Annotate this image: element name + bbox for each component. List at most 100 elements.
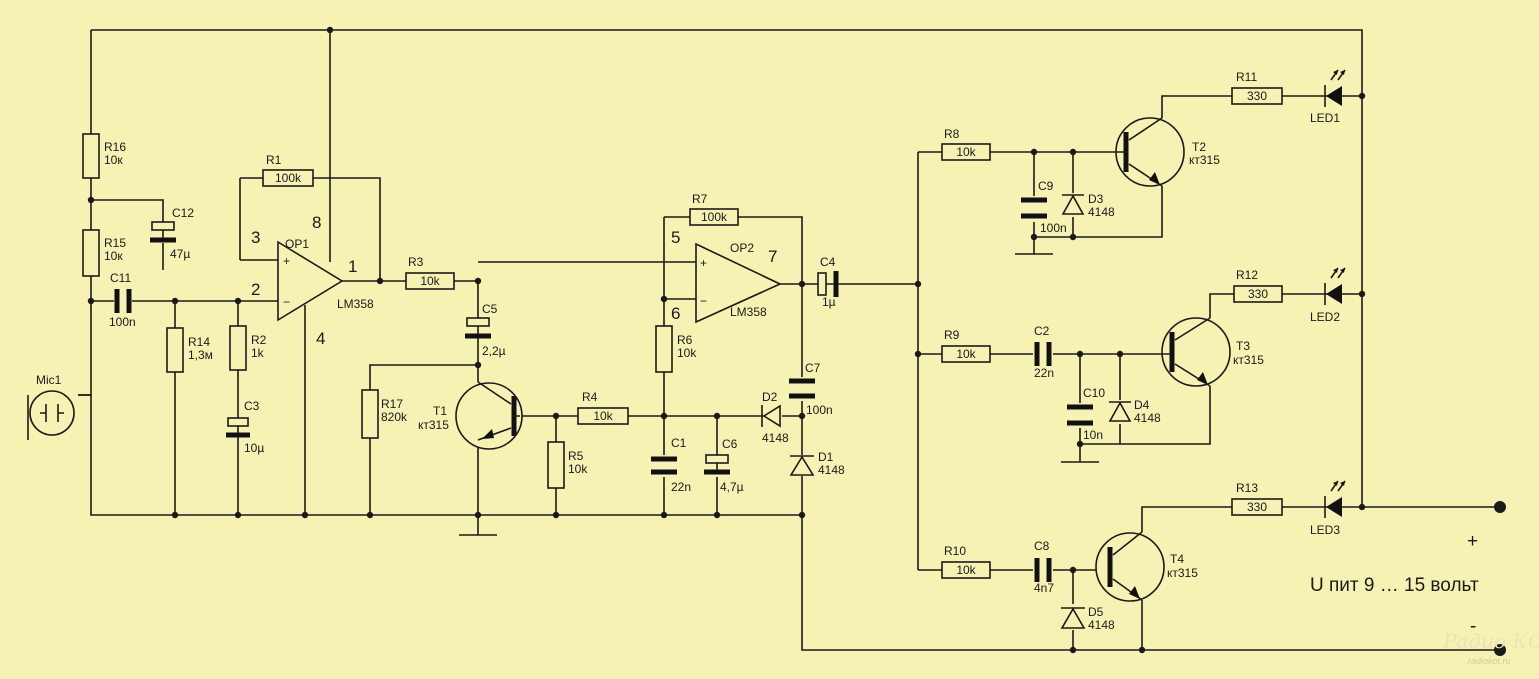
t2-type: кт315 (1189, 153, 1220, 167)
c7-value: 100n (806, 403, 833, 417)
r7: R7 100k (689, 192, 739, 226)
t3-ref: T3 (1236, 339, 1250, 353)
r6: R6 10k (655, 325, 697, 373)
c11-value: 100n (109, 315, 136, 329)
op1-minus: − (283, 295, 290, 309)
op2-ref: OP2 (730, 241, 754, 255)
t1-ref: T1 (433, 404, 447, 418)
r12: R12 330 (1233, 268, 1283, 303)
r12-ref: R12 (1236, 268, 1258, 282)
r14: R14 1,3м (166, 327, 213, 373)
led3: LED3 (1310, 480, 1346, 537)
t3-type: кт315 (1233, 353, 1264, 367)
op2-plus: + (700, 256, 707, 270)
op2-type: LM358 (730, 305, 767, 319)
d4-value: 4148 (1134, 411, 1161, 425)
c6-value: 4,7µ (720, 480, 744, 494)
op1: + − OP1 LM358 3 2 8 1 4 (251, 213, 374, 348)
led2-label: LED2 (1310, 310, 1340, 324)
r1: R1 100k (262, 153, 314, 187)
c4: C4 1µ (817, 255, 846, 309)
wires (78, 29, 1500, 651)
c2-ref: C2 (1034, 324, 1050, 338)
r14-value: 1,3м (188, 348, 213, 362)
c10-ref: C10 (1083, 386, 1105, 400)
led1-label: LED1 (1310, 111, 1340, 125)
supply-voltage-label: U пит 9 … 15 вольт (1310, 575, 1479, 596)
r4-ref: R4 (582, 390, 598, 404)
c8-ref: C8 (1034, 539, 1050, 553)
c2: C2 22n (1034, 324, 1054, 380)
t1: T1 кт315 (418, 381, 523, 450)
c4-value: 1µ (822, 295, 836, 309)
c5: C5 2,2µ (465, 302, 506, 358)
t2: T2 кт315 (1115, 117, 1220, 187)
r4-value: 10k (593, 409, 613, 423)
r13-value: 330 (1247, 500, 1267, 514)
c4-ref: C4 (820, 255, 836, 269)
c7-ref: C7 (805, 361, 821, 375)
r11-value: 330 (1247, 89, 1267, 103)
c7: C7 100n (789, 361, 833, 417)
r10: R10 10k (941, 544, 991, 579)
r2-ref: R2 (251, 333, 267, 347)
c9: C9 100n (1021, 179, 1067, 235)
r8-value: 10k (956, 145, 976, 159)
d2-ref: D2 (762, 390, 778, 404)
op2: + − OP2 LM358 5 6 7 (671, 228, 782, 324)
c11: C11 100n (109, 271, 136, 329)
c12-value: 47µ (170, 247, 190, 261)
plus-terminal[interactable] (1494, 501, 1506, 513)
op1-pin3: 3 (251, 228, 260, 247)
op1-pin2: 2 (251, 280, 260, 299)
c5-value: 2,2µ (482, 344, 506, 358)
t2-ref: T2 (1192, 140, 1206, 154)
d4-ref: D4 (1134, 398, 1150, 412)
r16: R16 10к (82, 133, 126, 179)
d3-ref: D3 (1088, 192, 1104, 206)
op1-pin8: 8 (312, 213, 321, 232)
t4-ref: T4 (1170, 552, 1184, 566)
c10: C10 10n (1067, 386, 1105, 442)
r5: R5 10k (547, 441, 588, 489)
d3: D3 4148 (1061, 192, 1115, 219)
c3-value: 10µ (244, 441, 264, 455)
r15: R15 10к (82, 229, 126, 277)
c5-ref: C5 (482, 302, 498, 316)
r3-value: 10k (420, 274, 440, 288)
op2-minus: − (700, 294, 707, 308)
c12-ref: C12 (172, 206, 194, 220)
r2: R2 1k (229, 325, 267, 371)
t4: T4 кт315 (1095, 531, 1198, 602)
r7-ref: R7 (692, 192, 708, 206)
op2-pin5: 5 (671, 228, 680, 247)
r11: R11 330 (1231, 70, 1283, 105)
led1: LED1 (1310, 69, 1346, 125)
r15-value: 10к (104, 249, 123, 263)
watermark: Радио КОТ radiokot.ru (1442, 629, 1539, 666)
r13-ref: R13 (1236, 481, 1258, 495)
r14-ref: R14 (188, 335, 210, 349)
op1-pin1: 1 (348, 257, 357, 276)
op1-pin4: 4 (316, 329, 325, 348)
d1-value: 4148 (818, 463, 845, 477)
t3: T3 кт315 (1160, 317, 1264, 387)
t4-type: кт315 (1167, 566, 1198, 580)
r3-ref: R3 (408, 255, 424, 269)
mic1-label: Mic1 (36, 373, 62, 387)
d3-value: 4148 (1088, 205, 1115, 219)
r6-value: 10k (677, 346, 697, 360)
watermark-site: radiokot.ru (1468, 656, 1511, 666)
r10-value: 10k (956, 563, 976, 577)
mic1: Mic1 (27, 373, 75, 440)
r17-value: 820k (381, 410, 408, 424)
op2-pin7: 7 (768, 247, 777, 266)
c1-value: 22n (671, 480, 691, 494)
c8-value: 4n7 (1034, 581, 1054, 595)
r5-value: 10k (568, 462, 588, 476)
minus-terminal[interactable] (1494, 644, 1506, 656)
op1-plus: + (283, 254, 290, 268)
c6: C6 4,7µ (704, 437, 744, 494)
c11-ref: C11 (110, 271, 131, 285)
